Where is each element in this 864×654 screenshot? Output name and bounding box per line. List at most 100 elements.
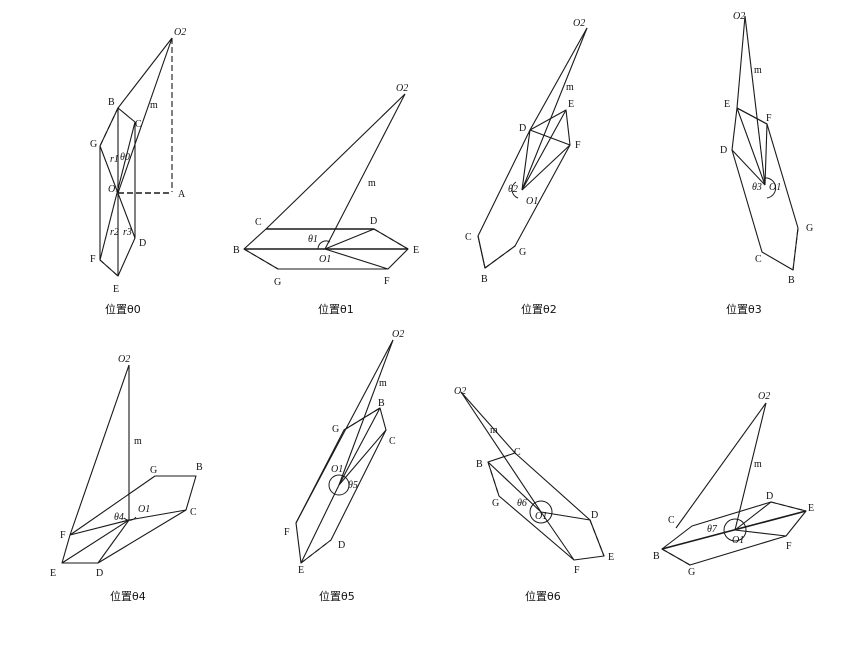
caption-theta1: 位置θ1 bbox=[318, 302, 354, 316]
caption-theta0: 位置θ0 bbox=[105, 302, 141, 316]
label-F: F bbox=[384, 276, 390, 287]
angle-arc bbox=[123, 516, 137, 521]
crank-to-D bbox=[97, 519, 130, 564]
caption-theta5: 位置θ5 bbox=[319, 589, 355, 603]
label-F: F bbox=[60, 530, 66, 541]
crank-to-C bbox=[338, 429, 387, 486]
panel-theta3: O2 m E F D θ3 O1 G C B 位置θ3 bbox=[720, 11, 813, 316]
label-m: m bbox=[150, 100, 158, 111]
label-O1: O1 bbox=[732, 535, 744, 546]
label-G: G bbox=[688, 567, 695, 578]
edge-D-F bbox=[529, 129, 571, 146]
link-m bbox=[734, 402, 767, 531]
plate-outline bbox=[661, 501, 807, 566]
panel-theta7: O2 m D E C θ7 O1 F B G bbox=[653, 391, 814, 578]
angle-arc bbox=[763, 177, 777, 199]
label-r1: r1 bbox=[110, 154, 119, 165]
label-B: B bbox=[653, 551, 660, 562]
crank-to-D bbox=[521, 129, 531, 191]
plate-outline bbox=[487, 452, 605, 561]
label-C: C bbox=[389, 436, 396, 447]
angle-arc bbox=[723, 518, 747, 542]
label-G: G bbox=[519, 247, 526, 258]
label-C: C bbox=[135, 119, 142, 130]
label-G: G bbox=[332, 424, 339, 435]
label-B: B bbox=[108, 97, 115, 108]
label-C: C bbox=[668, 515, 675, 526]
crank-to-F bbox=[69, 519, 130, 536]
label-D: D bbox=[96, 568, 103, 579]
label-D: D bbox=[720, 145, 727, 156]
edge-B-G-dashed bbox=[792, 227, 799, 271]
panel-theta4: O2 m G B O1 C θ4 F E D 位置θ4 bbox=[50, 354, 203, 603]
label-O2: O2 bbox=[174, 27, 186, 38]
link-O2-F bbox=[69, 364, 130, 536]
label-C: C bbox=[190, 507, 197, 518]
label-D: D bbox=[766, 491, 773, 502]
label-G: G bbox=[150, 465, 157, 476]
plate-outline bbox=[731, 107, 799, 271]
label-theta4: θ4 bbox=[114, 512, 124, 523]
label-F: F bbox=[90, 254, 96, 265]
diag-2 bbox=[99, 145, 136, 239]
label-r3: r3 bbox=[123, 227, 132, 238]
label-D: D bbox=[519, 123, 526, 134]
label-D: D bbox=[370, 216, 377, 227]
label-E: E bbox=[298, 565, 304, 576]
label-F: F bbox=[284, 527, 290, 538]
caption-theta2: 位置θ2 bbox=[521, 302, 557, 316]
label-m: m bbox=[134, 436, 142, 447]
edge-C-B bbox=[477, 235, 486, 269]
crank-to-D bbox=[540, 511, 591, 521]
label-O1: O1 bbox=[535, 511, 547, 522]
label-G: G bbox=[274, 277, 281, 288]
label-r2: r2 bbox=[110, 227, 119, 238]
label-G: G bbox=[90, 139, 97, 150]
label-m: m bbox=[754, 459, 762, 470]
label-B: B bbox=[196, 462, 203, 473]
crank-to-F bbox=[764, 123, 768, 186]
crank-to-B bbox=[338, 407, 381, 486]
link-O2-F bbox=[295, 339, 394, 524]
label-O1: O1 bbox=[331, 464, 343, 475]
panel-theta5: O2 m B G C O1 θ5 F D E 位置θ5 bbox=[284, 329, 404, 603]
label-G: G bbox=[806, 223, 813, 234]
angle-arc bbox=[511, 181, 519, 199]
link-m bbox=[338, 339, 394, 486]
label-O2: O2 bbox=[733, 11, 745, 22]
label-E: E bbox=[724, 99, 730, 110]
label-C: C bbox=[755, 254, 762, 265]
label-D: D bbox=[338, 540, 345, 551]
label-E: E bbox=[113, 284, 119, 295]
crank-to-E bbox=[61, 519, 130, 564]
crank-to-E bbox=[736, 107, 766, 186]
label-m: m bbox=[754, 65, 762, 76]
edge-E-D-dashed bbox=[300, 539, 332, 564]
link-O2-C bbox=[460, 391, 516, 454]
caption-theta6: 位置θ6 bbox=[525, 589, 561, 603]
edge-B-G-dashed bbox=[243, 248, 279, 270]
label-O1: O1 bbox=[138, 504, 150, 515]
caption-theta3: 位置θ3 bbox=[726, 302, 762, 316]
panel-theta6: O2 m C B G θ6 O1 D E F 位置θ6 bbox=[454, 386, 614, 603]
label-C: C bbox=[514, 447, 521, 458]
edge-B-G-dashed bbox=[487, 461, 500, 497]
label-G: G bbox=[492, 498, 499, 509]
label-B: B bbox=[476, 459, 483, 470]
label-B: B bbox=[233, 245, 240, 256]
caption-theta4: 位置θ4 bbox=[110, 589, 146, 603]
label-E: E bbox=[568, 99, 574, 110]
label-O2: O2 bbox=[573, 18, 585, 29]
link-O2-D bbox=[529, 27, 588, 131]
angle-arc bbox=[529, 500, 553, 524]
label-B: B bbox=[481, 274, 488, 285]
label-theta7: θ7 bbox=[707, 524, 718, 535]
label-F: F bbox=[766, 113, 772, 124]
label-E: E bbox=[608, 552, 614, 563]
crank-to-F bbox=[734, 529, 787, 537]
edge-B-G-dashed bbox=[484, 245, 516, 269]
label-E: E bbox=[50, 568, 56, 579]
link-O2-B bbox=[117, 37, 173, 109]
panel-theta1: O2 m C D θ1 B E O1 G F 位置θ1 bbox=[233, 83, 419, 316]
